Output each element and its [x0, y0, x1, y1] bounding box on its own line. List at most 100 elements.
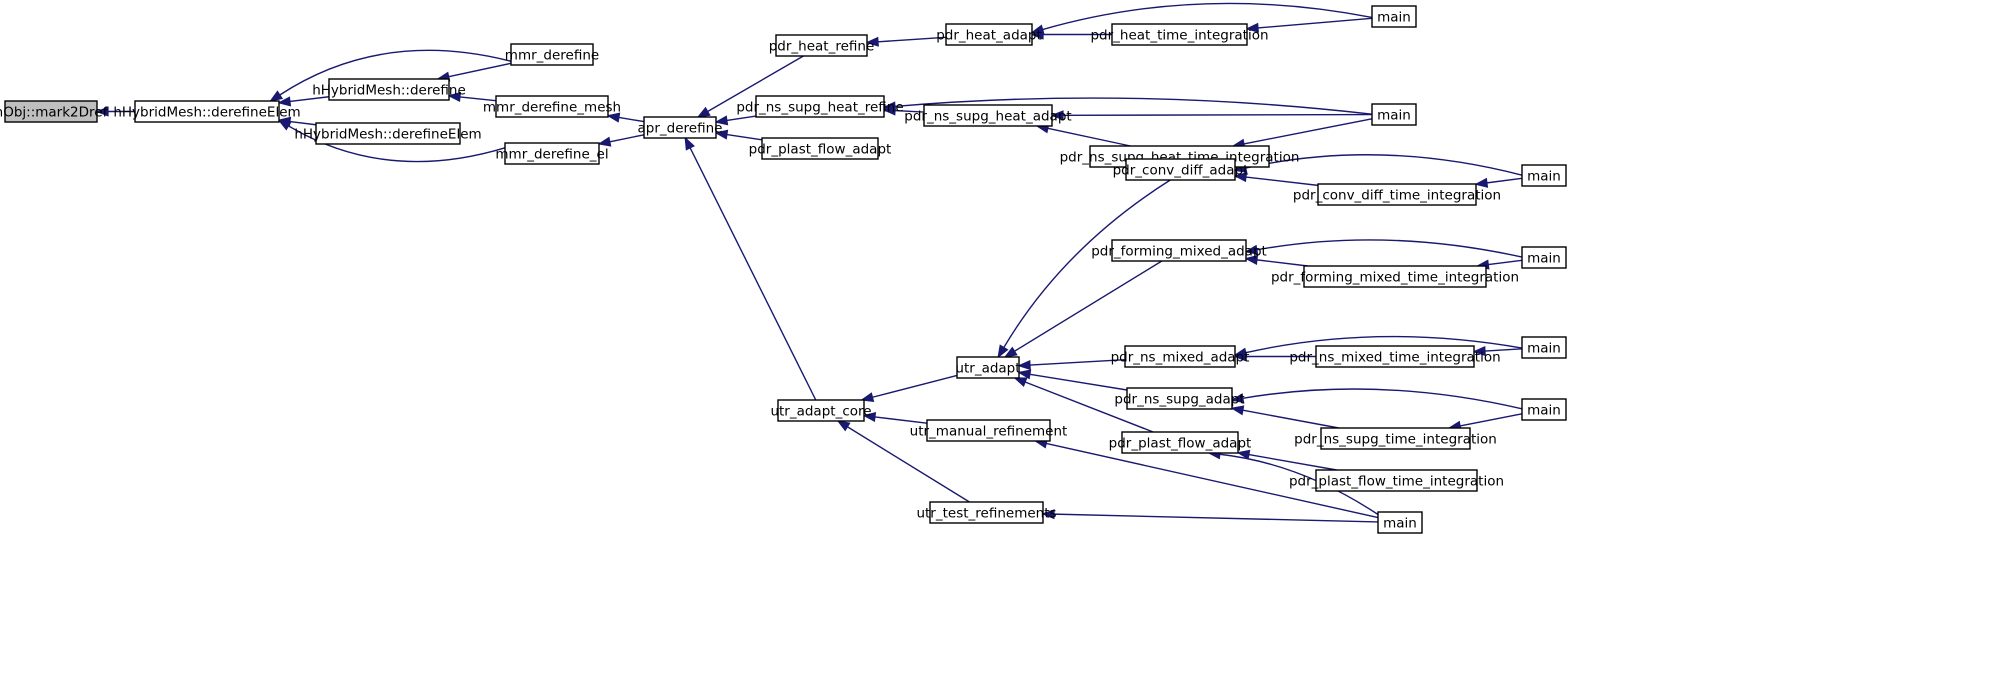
node-pdr-ns-supg-time-integration[interactable]: pdr_ns_supg_time_integration [1294, 427, 1497, 450]
node-pdr-forming-mixed-time-integration[interactable]: pdr_forming_mixed_time_integration [1271, 265, 1519, 288]
node-label: utr_adapt [955, 360, 1020, 376]
node-label: hHybridMesh::derefine [312, 82, 466, 98]
node-mmr-derefine-el[interactable]: mmr_derefine_el [495, 142, 609, 165]
node-box[interactable] [1124, 345, 1236, 368]
node-label: pdr_ns_supg_heat_adapt [904, 108, 1071, 124]
node-mmr-derefine-mesh[interactable]: mmr_derefine_mesh [483, 95, 621, 118]
edge-pdr-heat-refine-to-apr-derefine [696, 55, 804, 118]
node-box[interactable] [945, 23, 1033, 46]
node-box[interactable] [510, 43, 594, 66]
node-pdr-plast-flow-adapt[interactable]: pdr_plast_flow_adapt [1109, 431, 1252, 454]
node-box[interactable] [1125, 158, 1236, 181]
edge-pdr-forming-mixed-adapt-to-utr-adapt [1003, 260, 1163, 358]
node-box[interactable] [1111, 239, 1247, 262]
node-pdr-plast-flow-time-integration[interactable]: pdr_plast_flow_time_integration [1289, 469, 1504, 492]
node-box[interactable] [755, 95, 885, 118]
node-box[interactable] [134, 100, 280, 123]
node-box[interactable] [643, 116, 717, 139]
node-utr-adapt-core[interactable]: utr_adapt_core [770, 399, 872, 422]
node-box[interactable] [1521, 398, 1567, 421]
node-box[interactable] [1371, 103, 1417, 126]
node-label: utr_test_refinements [916, 505, 1056, 521]
node-box[interactable] [923, 104, 1053, 127]
edge-layer [95, 2, 1523, 523]
node-pdr-ns-supg-heat-adapt[interactable]: pdr_ns_supg_heat_adapt [904, 104, 1072, 127]
node-pdr-ns-supg-adapt[interactable]: pdr_ns_supg_adapt [1114, 387, 1245, 410]
node-box[interactable] [761, 137, 879, 160]
node-box[interactable] [1126, 387, 1233, 410]
node-pdr-heat-adapt[interactable]: pdr_heat_adapt [936, 23, 1042, 46]
node-main[interactable]: main [1377, 511, 1423, 534]
node-main[interactable]: main [1521, 164, 1567, 187]
node-label: main [1527, 402, 1561, 418]
node-box[interactable] [315, 122, 461, 145]
node-box[interactable] [1111, 23, 1248, 46]
node-pdr-conv-diff-adapt[interactable]: pdr_conv_diff_adapt [1113, 158, 1249, 181]
node-pdr-heat-time-integration[interactable]: pdr_heat_time_integration [1090, 23, 1269, 46]
node-hobj-mark2dref[interactable]: hObj::mark2Dref [0, 100, 109, 123]
node-hhybridmesh-derefineelem[interactable]: hHybridMesh::derefineElem [113, 100, 301, 123]
node-utr-test-refinements[interactable]: utr_test_refinements [916, 501, 1057, 524]
node-box[interactable] [328, 78, 450, 101]
node-main[interactable]: main [1521, 398, 1567, 421]
edge-line [1243, 118, 1373, 145]
edge-line [1242, 409, 1339, 429]
node-label: hHybridMesh::derefineElem [294, 126, 481, 142]
node-mmr-derefine[interactable]: mmr_derefine [505, 43, 599, 66]
node-box[interactable] [495, 95, 609, 118]
node-box[interactable] [777, 399, 865, 422]
node-box[interactable] [926, 419, 1051, 442]
arrowhead-icon [696, 106, 711, 118]
edge-hhybridmesh-derefineelem-to-hobj-mark2dref [95, 106, 136, 117]
edge-mmr-derefine-to-hhybridmesh-derefineelem [269, 49, 512, 102]
node-label: main [1527, 250, 1561, 266]
node-pdr-ns-mixed-adapt[interactable]: pdr_ns_mixed_adapt [1111, 345, 1250, 368]
node-box[interactable] [1315, 469, 1478, 492]
node-hhybridmesh-derefine[interactable]: hHybridMesh::derefine [312, 78, 466, 101]
node-box[interactable] [1317, 183, 1477, 206]
node-box[interactable] [1371, 5, 1417, 28]
node-box[interactable] [929, 501, 1044, 524]
node-pdr-conv-diff-time-integration[interactable]: pdr_conv_diff_time_integration [1293, 183, 1501, 206]
node-label: pdr_plast_flow_adapt [749, 141, 892, 157]
node-box[interactable] [1121, 431, 1239, 454]
node-hhybridmesh-derefineelem[interactable]: hHybridMesh::derefineElem [294, 122, 482, 145]
edge-line [1053, 513, 1379, 523]
edge-line [279, 49, 512, 96]
node-box[interactable] [1377, 511, 1423, 534]
node-pdr-heat-refine[interactable]: pdr_heat_refine [769, 34, 875, 57]
node-apr-derefine[interactable]: apr_derefine [638, 116, 723, 139]
node-box[interactable] [1521, 164, 1567, 187]
node-box[interactable] [4, 100, 98, 123]
edge-line [289, 120, 317, 126]
node-utr-adapt[interactable]: utr_adapt [955, 356, 1021, 379]
node-box[interactable] [504, 142, 600, 165]
node-box[interactable] [1315, 345, 1475, 368]
edge-line [1003, 179, 1171, 348]
node-pdr-ns-mixed-time-integration[interactable]: pdr_ns_mixed_time_integration [1289, 345, 1501, 368]
node-pdr-forming-mixed-adapt[interactable]: pdr_forming_mixed_adapt [1091, 239, 1267, 262]
arrowhead-icon [597, 136, 612, 147]
arrowhead-icon [1230, 393, 1245, 404]
node-label: pdr_ns_supg_time_integration [1294, 431, 1497, 447]
node-main[interactable]: main [1371, 5, 1417, 28]
edge-pdr-ns-supg-adapt-to-utr-adapt [1017, 369, 1128, 391]
node-box[interactable] [956, 356, 1020, 379]
edge-line [1257, 17, 1373, 29]
node-pdr-plast-flow-adapt[interactable]: pdr_plast_flow_adapt [749, 137, 892, 160]
node-box[interactable] [1521, 246, 1567, 269]
node-label: utr_adapt_core [770, 403, 871, 419]
node-main[interactable]: main [1521, 336, 1567, 359]
node-main[interactable]: main [1371, 103, 1417, 126]
node-box[interactable] [1320, 427, 1471, 450]
node-pdr-ns-supg-heat-refine[interactable]: pdr_ns_supg_heat_refine [736, 95, 904, 118]
node-main[interactable]: main [1521, 246, 1567, 269]
node-utr-manual-refinement[interactable]: utr_manual_refinement [910, 419, 1068, 442]
node-box[interactable] [1303, 265, 1487, 288]
node-box[interactable] [775, 34, 868, 57]
edge-line [874, 416, 928, 424]
node-box[interactable] [1521, 336, 1567, 359]
edge-utr-test-refinements-to-utr-adapt-core [836, 420, 970, 503]
node-label: pdr_ns_mixed_time_integration [1289, 349, 1500, 365]
